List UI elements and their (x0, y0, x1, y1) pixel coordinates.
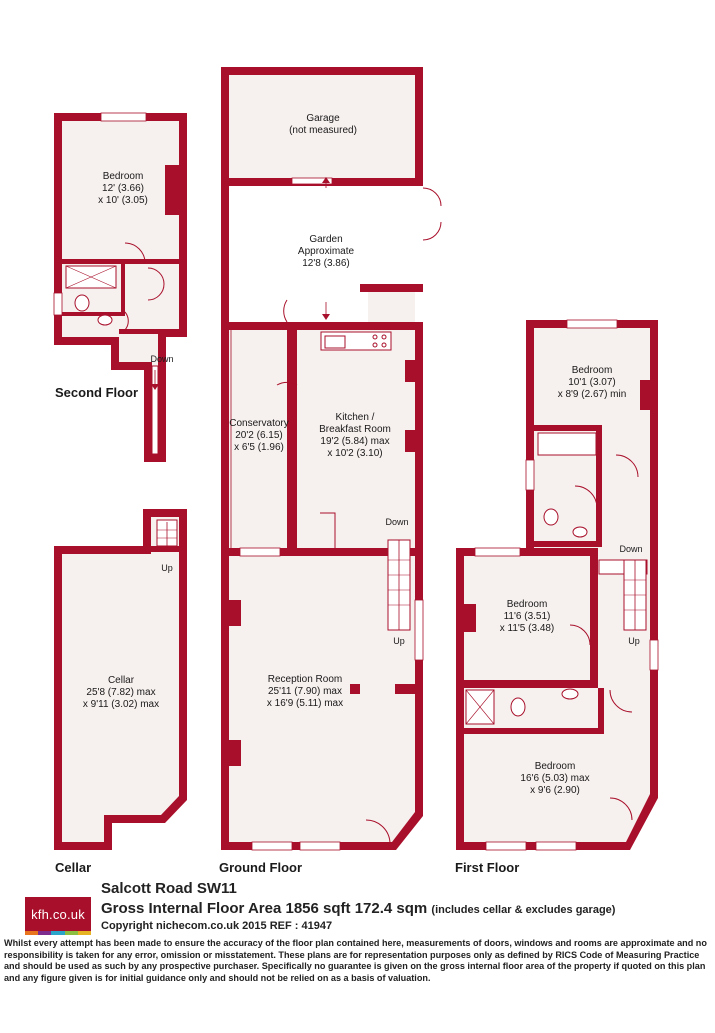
cellar-dim2: x 9'11 (3.02) max (83, 699, 159, 710)
first-stair-up: Up (628, 636, 640, 646)
floor-label-first: First Floor (455, 860, 519, 875)
logo-text: kfh.co.uk (31, 906, 85, 922)
disclaimer: Whilst every attempt has been made to en… (4, 938, 707, 983)
floor-area-note: (includes cellar & excludes garage) (431, 904, 616, 916)
kitchen-name: Kitchen / (336, 412, 375, 423)
first-bedroom2-name: Bedroom (507, 599, 548, 610)
logo-color-4 (77, 931, 92, 935)
garage-name: Garage (306, 113, 340, 124)
first-bedroom3-dim1: 16'6 (5.03) max (520, 773, 589, 784)
floor-area: Gross Internal Floor Area 1856 sqft 172.… (101, 900, 615, 917)
second-bedroom-dim2: x 10' (3.05) (98, 195, 148, 206)
second-stair-down: Down (150, 354, 173, 364)
second-bedroom-dim1: 12' (3.66) (102, 183, 144, 194)
floor-area-main: Gross Internal Floor Area 1856 sqft 172.… (101, 900, 428, 917)
reception-name: Reception Room (268, 674, 342, 685)
logo-color-1 (38, 931, 52, 935)
conservatory-dim1: 20'2 (6.15) (235, 430, 283, 441)
logo-color-3 (64, 931, 78, 935)
kitchen-name2: Breakfast Room (319, 424, 391, 435)
garden-dim1: Approximate (298, 246, 355, 257)
first-bedroom1-dim2: x 8'9 (2.67) min (558, 389, 627, 400)
reception-dim2: x 16'9 (5.11) max (267, 698, 343, 709)
first-bedroom1-dim1: 10'1 (3.07) (568, 377, 616, 388)
first-bedroom2-dim1: 11'6 (3.51) (504, 611, 551, 622)
conservatory-name: Conservatory (229, 418, 288, 429)
ground-stair-up: Up (393, 636, 405, 646)
cellar-name: Cellar (108, 675, 135, 686)
logo-color-2 (51, 931, 65, 935)
reception-dim1: 25'11 (7.90) max (268, 686, 342, 697)
first-floor-plan (456, 319, 659, 851)
garden-name: Garden (309, 234, 342, 245)
cellar-plan (54, 509, 187, 850)
cellar-dim1: 25'8 (7.82) max (86, 687, 155, 698)
first-bedroom3-name: Bedroom (535, 761, 576, 772)
second-floor-plan (53, 112, 187, 462)
kitchen-dim1: 19'2 (5.84) max (320, 436, 389, 447)
second-bedroom-name: Bedroom (103, 171, 144, 182)
cellar-stair-up: Up (161, 563, 173, 573)
ground-stair-down: Down (385, 517, 408, 527)
kfh-logo: kfh.co.uk (25, 897, 91, 931)
first-bedroom3-dim2: x 9'6 (2.90) (530, 785, 580, 796)
first-bedroom2-dim2: x 11'5 (3.48) (500, 623, 555, 634)
first-stair-down: Down (619, 544, 642, 554)
floor-label-second: Second Floor (55, 385, 138, 400)
garage-dim1: (not measured) (289, 125, 357, 136)
first-bedroom1-name: Bedroom (572, 365, 613, 376)
conservatory-dim2: x 6'5 (1.96) (234, 442, 284, 453)
property-title: Salcott Road SW11 (101, 880, 237, 897)
floor-label-cellar: Cellar (55, 860, 91, 875)
logo-color-0 (25, 931, 39, 935)
ground-floor-plan (221, 67, 442, 851)
copyright: Copyright nichecom.co.uk 2015 REF : 4194… (101, 920, 333, 932)
floor-label-ground: Ground Floor (219, 860, 302, 875)
garden-dim2: 12'8 (3.86) (302, 258, 350, 269)
kitchen-dim2: x 10'2 (3.10) (327, 448, 382, 459)
logo-color-strip (25, 931, 92, 935)
